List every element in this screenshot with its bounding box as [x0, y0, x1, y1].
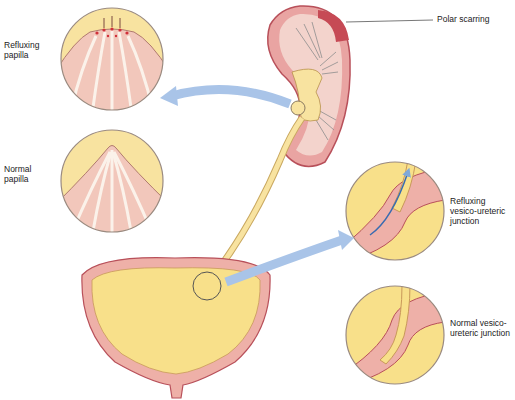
figure-label: Normal papilla — [4, 164, 48, 184]
kidney-figure — [268, 6, 350, 167]
figure-label: Normal vesico-ureteric junction — [450, 318, 510, 338]
figure-label: Refluxing vesico-ureteric junction — [450, 196, 510, 227]
refluxing-vuj-figure — [345, 160, 445, 262]
refluxing-papilla-figure — [55, 5, 170, 115]
figure-label: Refluxing papilla — [4, 40, 48, 60]
normal-papilla-figure — [55, 128, 170, 238]
normal-vuj-figure — [345, 285, 445, 386]
figure-label: Polar scarring — [437, 14, 509, 24]
